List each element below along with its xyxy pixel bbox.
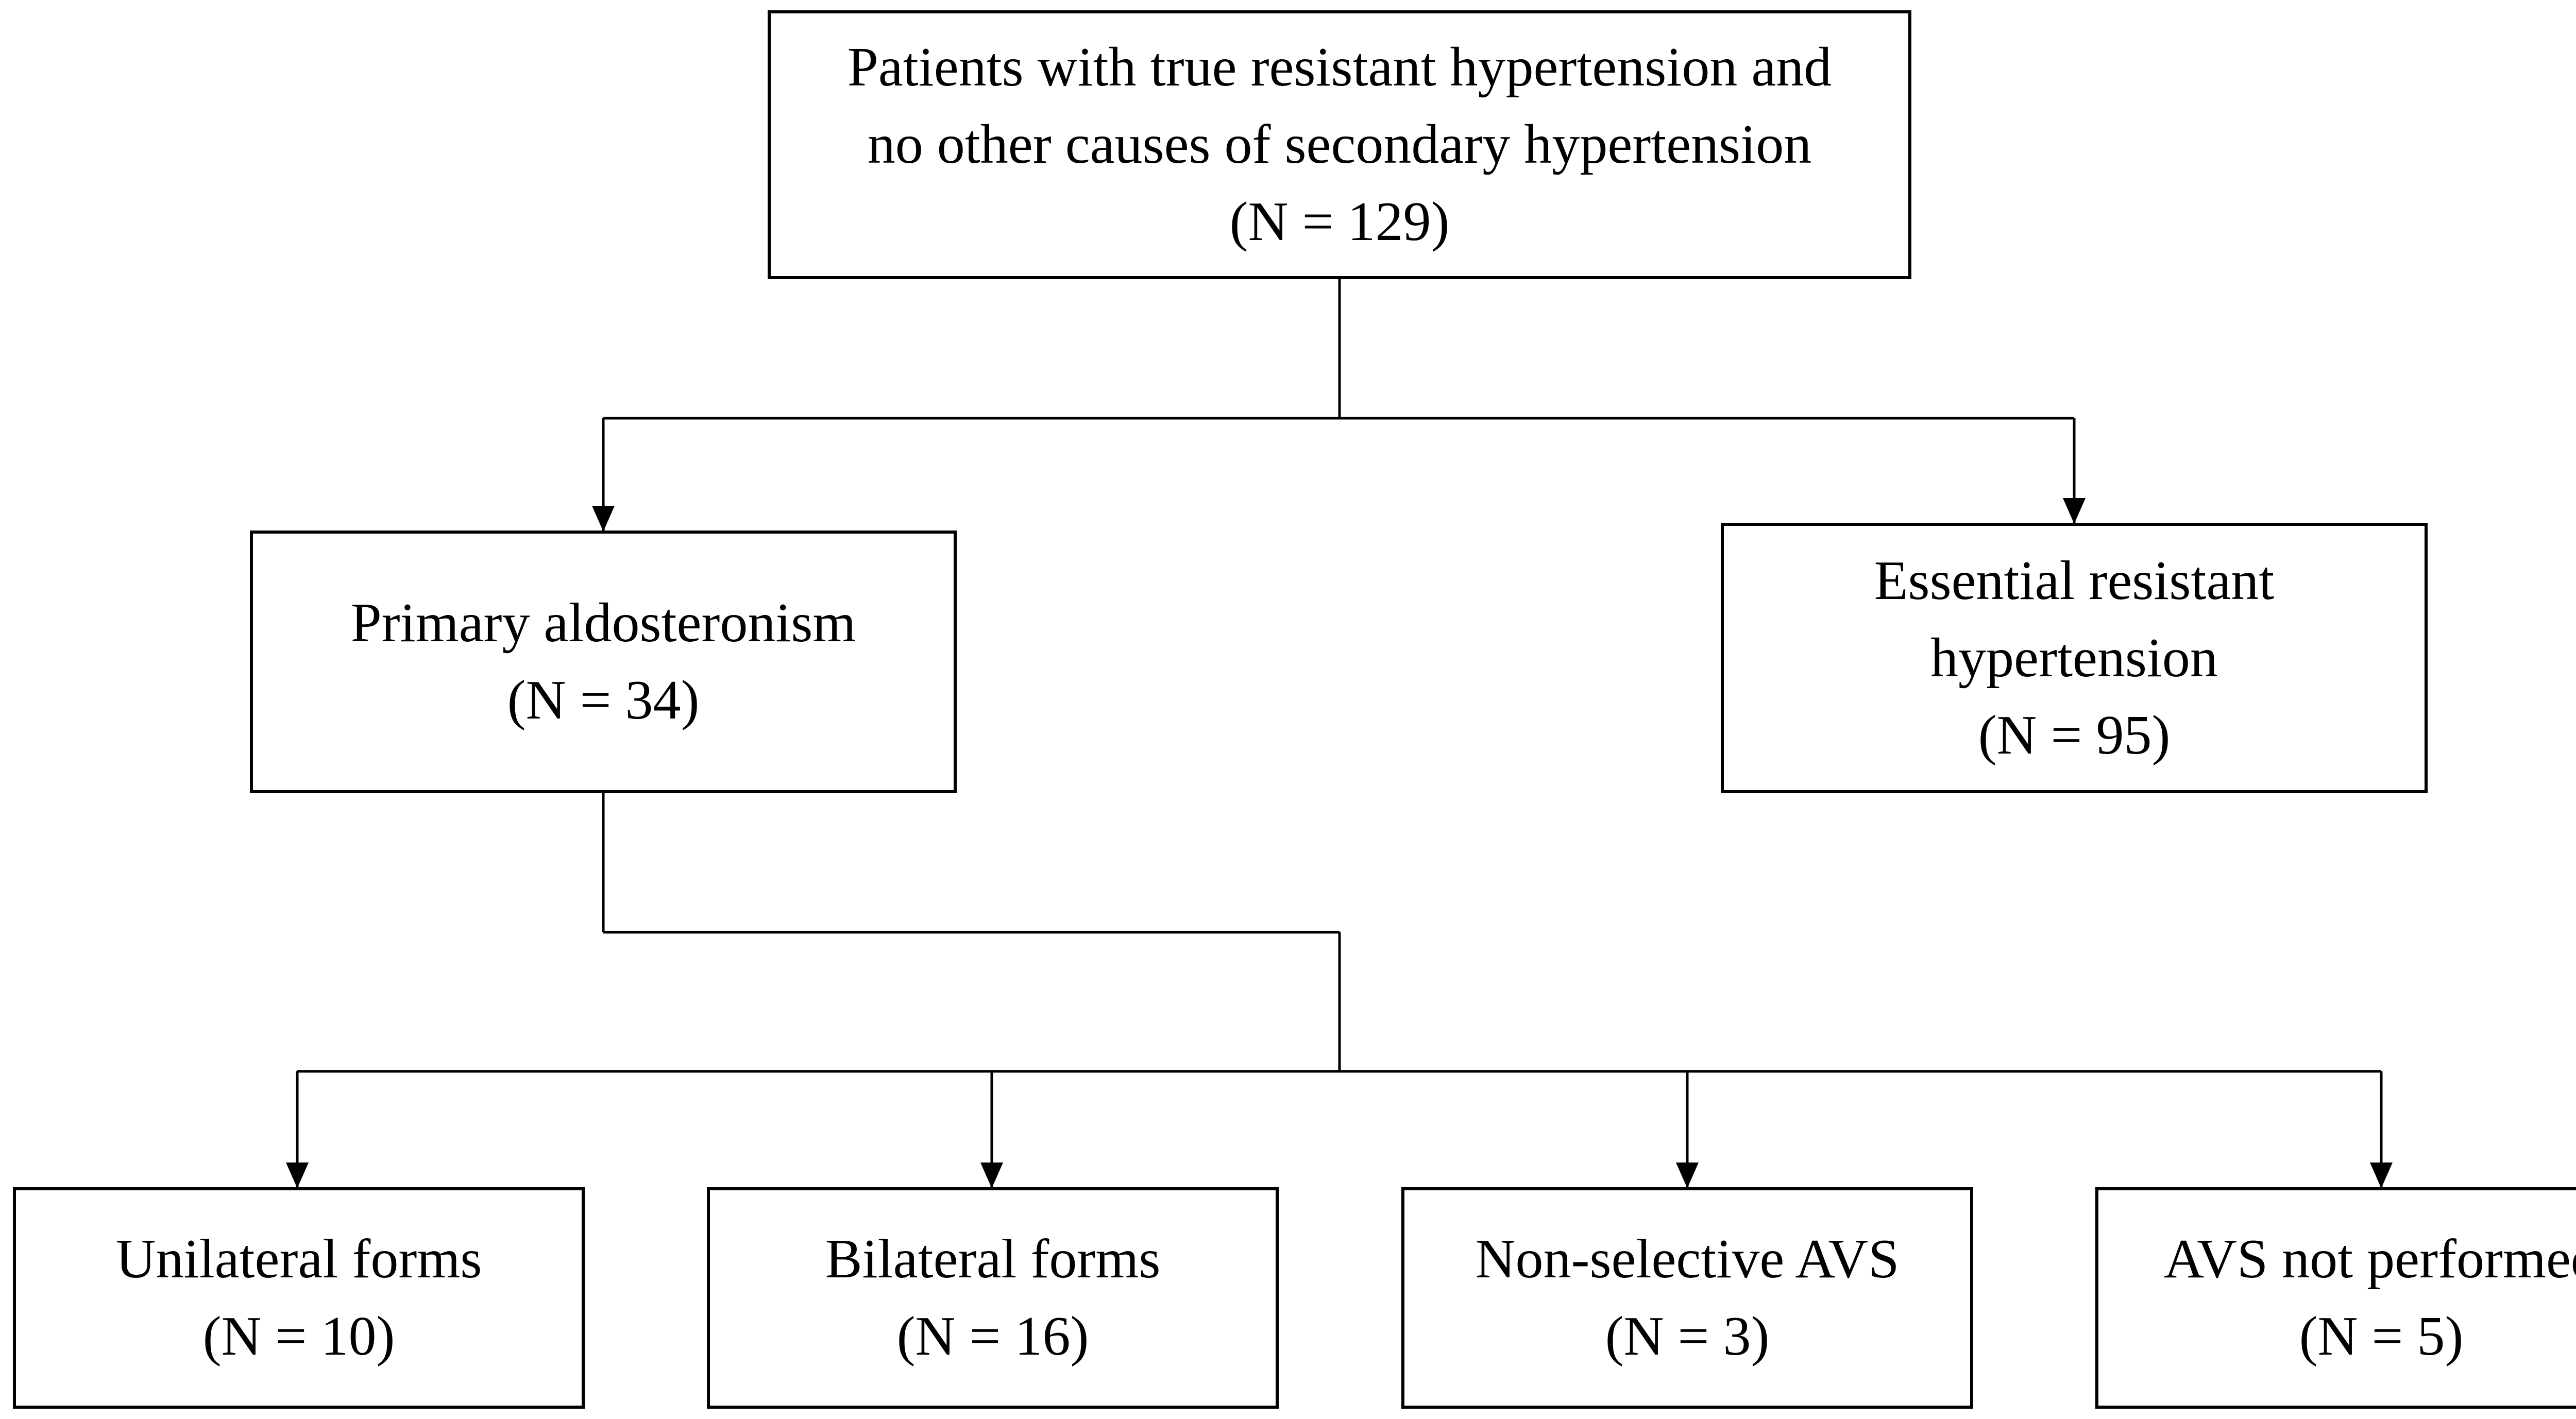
avs-not-performed-box: AVS not performed (N = 5)	[2095, 1187, 2576, 1409]
essential-hypertension-box: Essential resistant hypertension (N = 95…	[1721, 523, 2428, 793]
bilateral-label: Bilateral forms	[825, 1228, 1161, 1290]
not-performed-count: (N = 5)	[2299, 1306, 2464, 1367]
essential-label-line2: hypertension	[1930, 627, 2218, 689]
root-population-box: Patients with true resistant hypertensio…	[768, 10, 1911, 279]
root-label-line1: Patients with true resistant hypertensio…	[847, 37, 1832, 98]
bilateral-count: (N = 16)	[896, 1306, 1089, 1367]
unilateral-forms-box: Unilateral forms (N = 10)	[13, 1187, 585, 1409]
primary-aldosteronism-box: Primary aldosteronism (N = 34)	[250, 531, 957, 793]
unilateral-label: Unilateral forms	[115, 1228, 482, 1290]
not-performed-label: AVS not performed	[2164, 1228, 2576, 1290]
non-selective-count: (N = 3)	[1605, 1306, 1770, 1367]
root-label-line2: no other causes of secondary hypertensio…	[867, 114, 1812, 175]
bilateral-forms-box: Bilateral forms (N = 16)	[707, 1187, 1279, 1409]
non-selective-label: Non-selective AVS	[1475, 1228, 1900, 1290]
primary-aldosteronism-label: Primary aldosteronism	[350, 592, 856, 654]
unilateral-count: (N = 10)	[202, 1306, 395, 1367]
essential-count: (N = 95)	[1978, 704, 2171, 766]
essential-label-line1: Essential resistant	[1874, 550, 2275, 611]
root-count: (N = 129)	[1229, 191, 1450, 252]
non-selective-avs-box: Non-selective AVS (N = 3)	[1401, 1187, 1973, 1409]
primary-aldosteronism-count: (N = 34)	[507, 670, 700, 731]
